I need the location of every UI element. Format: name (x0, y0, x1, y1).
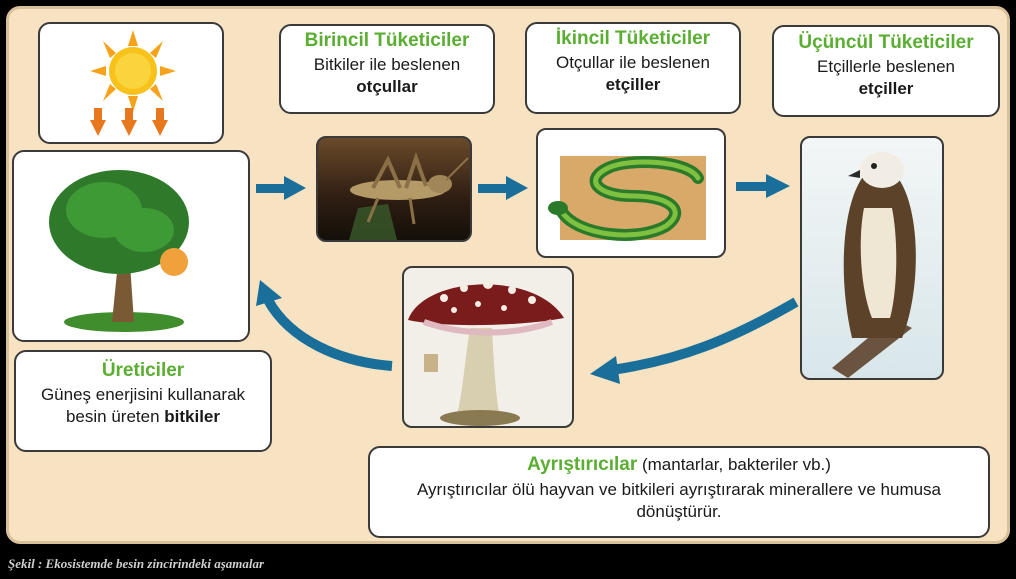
producers-desc-bold: bitkiler (164, 407, 221, 426)
tree-box (12, 150, 250, 342)
decomposers-heading: Ayrıştırıcılar (mantarlar, bakteriler vb… (370, 454, 988, 476)
eagle-photo (800, 136, 944, 380)
primary-bold: otçullar (356, 77, 418, 96)
tertiary-consumers-label: Üçüncül Tüketiciler Etçillerle beslenen … (772, 25, 1000, 117)
tree-illustration (49, 170, 189, 332)
primary-consumers-label: Birincil Tüketiciler Bitkiler ile beslen… (279, 24, 495, 114)
secondary-desc: Otçullar ile beslenen (555, 53, 711, 72)
primary-title: Birincil Tüketiciler (304, 30, 470, 51)
sunlight-arrows (90, 108, 168, 136)
snake-icon (548, 156, 704, 241)
decomposers-desc-line1: Ayrıştırıcılar ölü hayvan ve bitkileri a… (416, 480, 942, 499)
producers-desc-line2: besin üreten bitkiler (16, 406, 270, 428)
producers-desc-prefix: besin üreten (65, 407, 165, 426)
secondary-consumers-label: İkincil Tüketiciler Otçullar ile beslene… (525, 22, 741, 114)
arrow-snake-to-eagle (736, 174, 790, 198)
grasshopper-photo (316, 136, 472, 242)
arrow-eagle-to-mushroom (611, 297, 799, 375)
producers-title: Üreticiler (101, 360, 185, 381)
decomposers-title-note: (mantarlar, bakteriler vb.) (637, 455, 831, 474)
arrow-grasshopper-to-snake (478, 176, 528, 200)
producers-label: Üreticiler Güneş enerjisini kullanarak b… (14, 350, 272, 452)
figure-caption: Şekil : Ekosistemde besin zincirindeki a… (8, 556, 265, 571)
grasshopper-icon (349, 151, 469, 240)
secondary-title: İkincil Tüketiciler (555, 28, 711, 49)
mushroom-photo (402, 266, 574, 428)
decomposers-label: Ayrıştırıcılar (mantarlar, bakteriler vb… (368, 446, 990, 538)
sun-box (38, 22, 224, 144)
snake-photo (536, 128, 726, 258)
mushroom-icon (408, 279, 564, 426)
arrow-tree-to-grasshopper (256, 176, 306, 200)
decomposers-desc-line2: dönüştürür. (636, 502, 722, 521)
secondary-bold: etçiller (605, 75, 661, 94)
sun-icon (90, 30, 176, 112)
eagle-icon (832, 152, 916, 378)
tertiary-title: Üçüncül Tüketiciler (798, 32, 974, 53)
decomposers-title: Ayrıştırıcılar (527, 454, 638, 475)
tertiary-bold: etçiller (858, 79, 914, 98)
producers-desc-line1: Güneş enerjisini kullanarak (40, 385, 246, 404)
tertiary-desc: Etçillerle beslenen (817, 57, 955, 76)
arrow-mushroom-to-tree (263, 297, 393, 371)
primary-desc: Bitkiler ile beslenen (313, 55, 461, 74)
